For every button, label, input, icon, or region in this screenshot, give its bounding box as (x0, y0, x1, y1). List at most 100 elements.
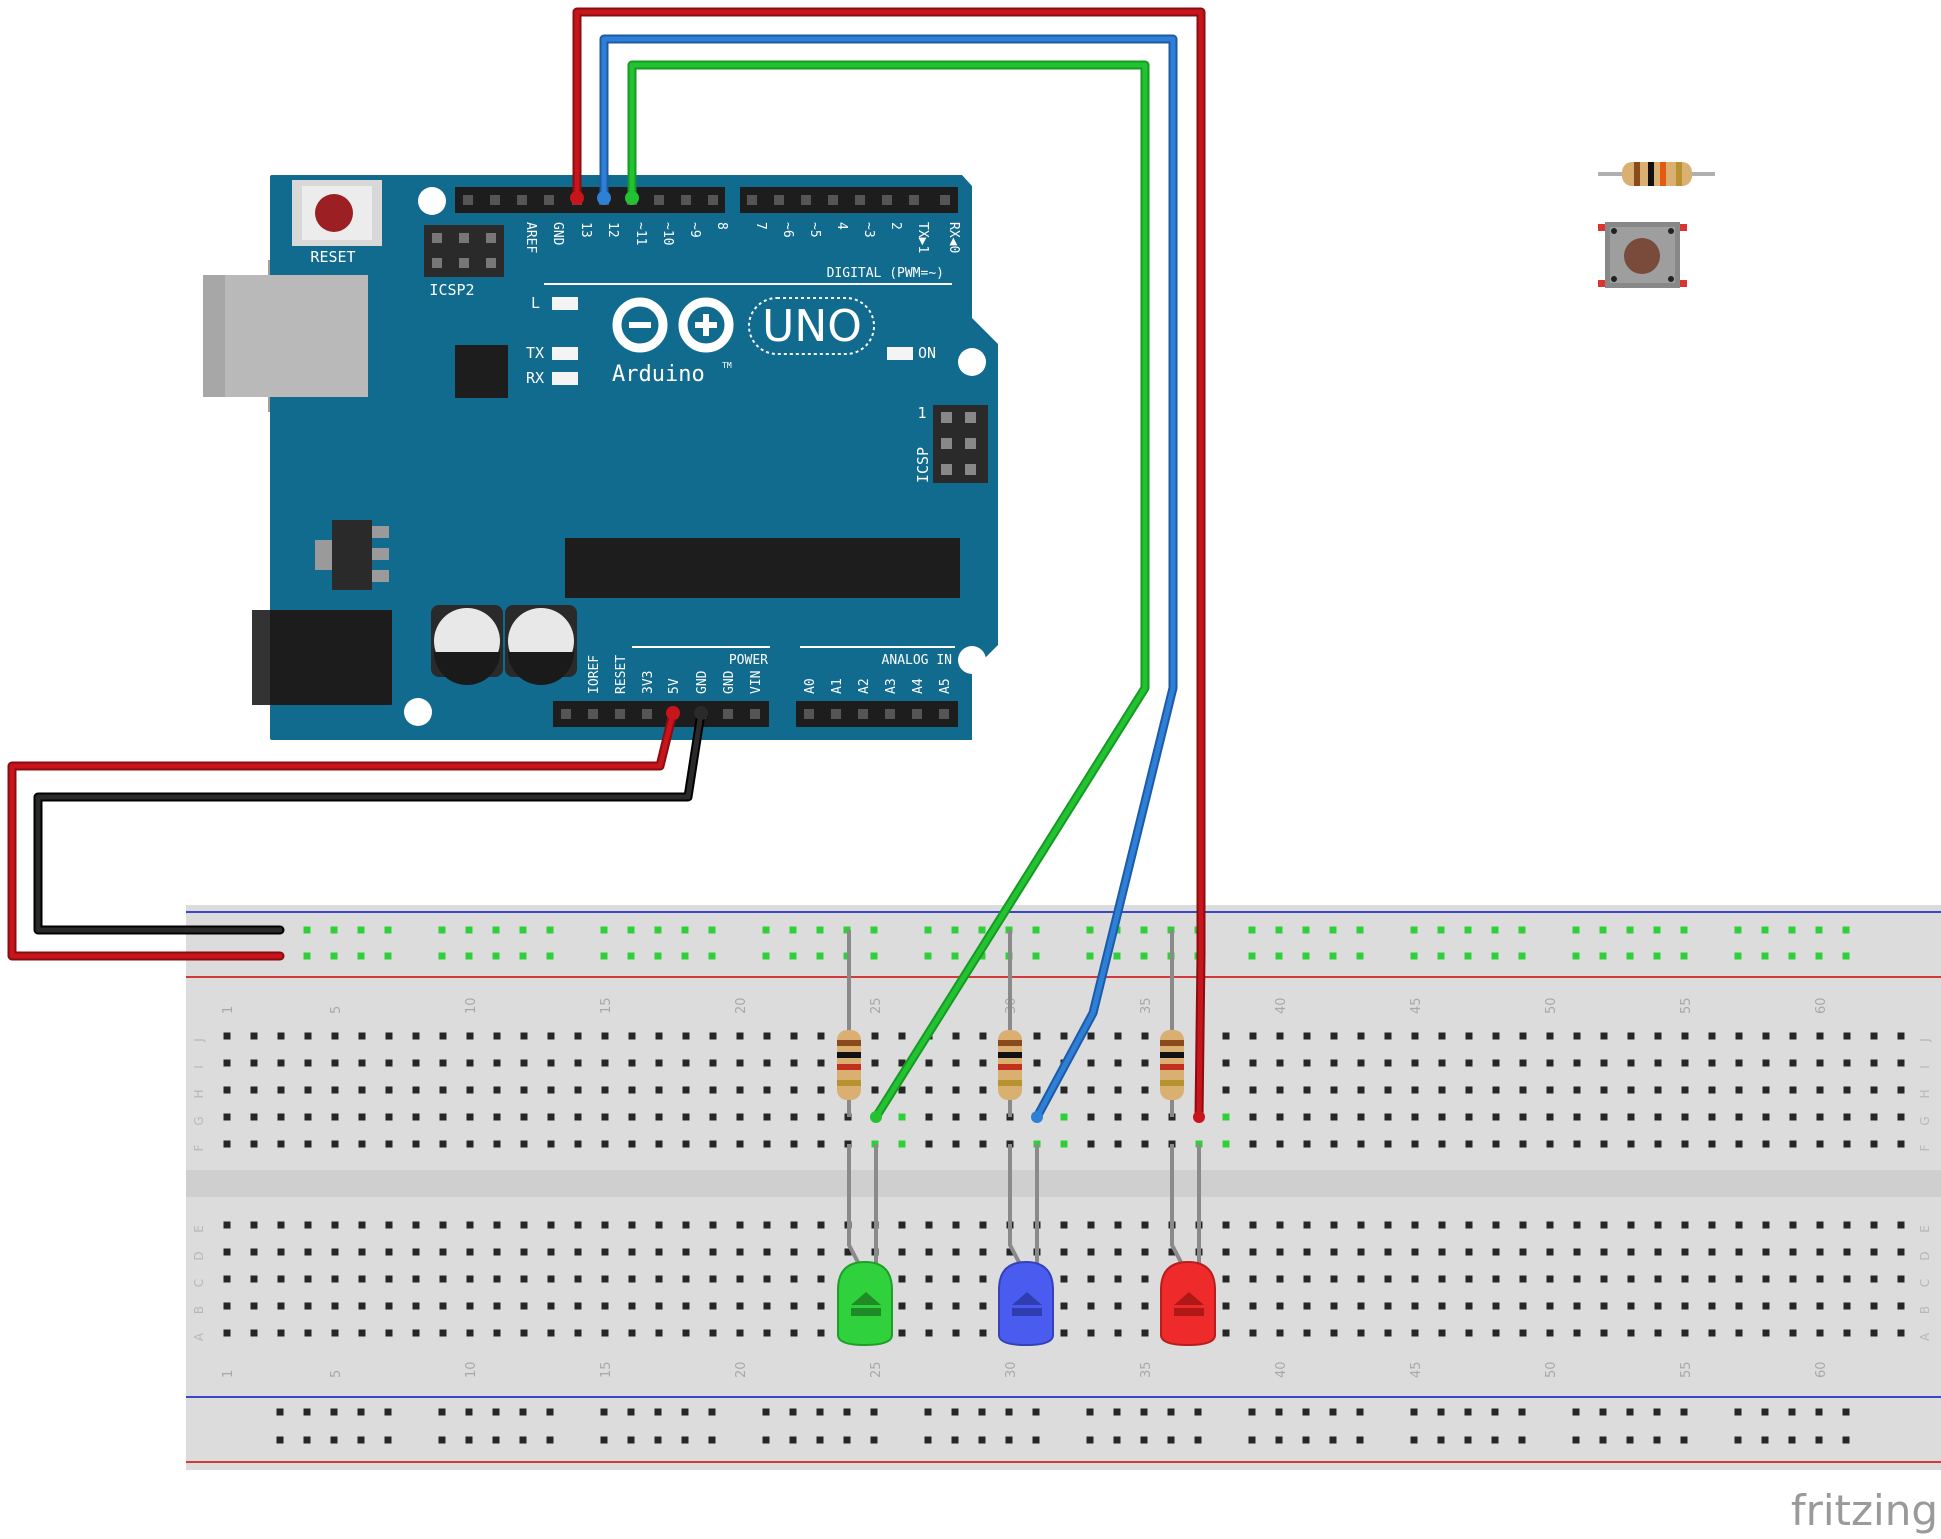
rail-hole[interactable] (924, 1436, 932, 1444)
breadboard-hole[interactable] (1276, 1140, 1284, 1148)
rail-hole[interactable] (654, 952, 662, 960)
breadboard-hole[interactable] (1654, 1086, 1662, 1094)
breadboard-hole[interactable] (1870, 1329, 1878, 1337)
breadboard-hole[interactable] (898, 1086, 906, 1094)
breadboard-hole[interactable] (898, 1221, 906, 1229)
rail-hole[interactable] (1275, 1436, 1283, 1444)
header-pin[interactable] (544, 195, 554, 205)
breadboard-hole[interactable] (763, 1248, 771, 1256)
breadboard-hole[interactable] (1276, 1113, 1284, 1121)
breadboard-hole[interactable] (871, 1059, 879, 1067)
breadboard-hole[interactable] (601, 1275, 609, 1283)
breadboard-hole[interactable] (1735, 1032, 1743, 1040)
rail-hole[interactable] (1734, 1408, 1742, 1416)
rail-hole[interactable] (1761, 926, 1769, 934)
breadboard-hole[interactable] (1114, 1221, 1122, 1229)
breadboard-hole[interactable] (1573, 1221, 1581, 1229)
breadboard-hole[interactable] (628, 1140, 636, 1148)
rail-hole[interactable] (600, 952, 608, 960)
breadboard-hole[interactable] (1654, 1140, 1662, 1148)
rail-hole[interactable] (1113, 1436, 1121, 1444)
breadboard-hole[interactable] (1735, 1248, 1743, 1256)
breadboard-hole[interactable] (574, 1275, 582, 1283)
breadboard-hole[interactable] (628, 1302, 636, 1310)
breadboard-hole[interactable] (1357, 1086, 1365, 1094)
breadboard-hole[interactable] (1276, 1221, 1284, 1229)
breadboard-hole[interactable] (817, 1113, 825, 1121)
breadboard-hole[interactable] (709, 1086, 717, 1094)
breadboard-hole[interactable] (1735, 1275, 1743, 1283)
breadboard-hole[interactable] (277, 1302, 285, 1310)
breadboard-hole[interactable] (304, 1113, 312, 1121)
rail-hole[interactable] (1194, 1436, 1202, 1444)
breadboard-hole[interactable] (1762, 1140, 1770, 1148)
rail-hole[interactable] (1491, 952, 1499, 960)
breadboard-hole[interactable] (1681, 1302, 1689, 1310)
breadboard-hole[interactable] (466, 1059, 474, 1067)
breadboard-hole[interactable] (277, 1275, 285, 1283)
breadboard-hole[interactable] (520, 1275, 528, 1283)
breadboard-hole[interactable] (547, 1221, 555, 1229)
rail-hole[interactable] (1032, 952, 1040, 960)
breadboard-hole[interactable] (1384, 1302, 1392, 1310)
breadboard-hole[interactable] (358, 1032, 366, 1040)
breadboard-hole[interactable] (763, 1113, 771, 1121)
breadboard-hole[interactable] (655, 1302, 663, 1310)
breadboard-hole[interactable] (1006, 1248, 1014, 1256)
breadboard-hole[interactable] (1330, 1032, 1338, 1040)
breadboard-hole[interactable] (493, 1275, 501, 1283)
breadboard-hole[interactable] (1438, 1275, 1446, 1283)
breadboard-hole[interactable] (1276, 1329, 1284, 1337)
breadboard-hole[interactable] (412, 1140, 420, 1148)
breadboard-hole[interactable] (250, 1221, 258, 1229)
breadboard-hole[interactable] (1843, 1302, 1851, 1310)
breadboard-hole[interactable] (1222, 1059, 1230, 1067)
breadboard-hole[interactable] (601, 1086, 609, 1094)
breadboard-hole[interactable] (547, 1086, 555, 1094)
breadboard-hole[interactable] (1816, 1302, 1824, 1310)
breadboard-hole[interactable] (1438, 1113, 1446, 1121)
breadboard-hole[interactable] (1627, 1329, 1635, 1337)
breadboard-hole[interactable] (1465, 1113, 1473, 1121)
header-pin[interactable] (517, 195, 527, 205)
breadboard-hole[interactable] (925, 1275, 933, 1283)
breadboard-hole[interactable] (1492, 1086, 1500, 1094)
breadboard-hole[interactable] (1276, 1032, 1284, 1040)
breadboard-hole[interactable] (1357, 1329, 1365, 1337)
breadboard-hole[interactable] (1897, 1329, 1905, 1337)
rail-hole[interactable] (1761, 1408, 1769, 1416)
breadboard-hole[interactable] (1438, 1248, 1446, 1256)
breadboard-hole[interactable] (1276, 1302, 1284, 1310)
breadboard-hole[interactable] (1465, 1221, 1473, 1229)
breadboard-hole[interactable] (1222, 1221, 1230, 1229)
breadboard-hole[interactable] (1357, 1032, 1365, 1040)
header-pin[interactable] (858, 709, 868, 719)
breadboard-hole[interactable] (1735, 1302, 1743, 1310)
breadboard-hole[interactable] (817, 1329, 825, 1337)
breadboard-hole[interactable] (601, 1032, 609, 1040)
breadboard-hole[interactable] (1870, 1113, 1878, 1121)
breadboard-hole[interactable] (1681, 1140, 1689, 1148)
breadboard-hole[interactable] (1654, 1275, 1662, 1283)
breadboard-hole[interactable] (1546, 1086, 1554, 1094)
breadboard-hole[interactable] (601, 1221, 609, 1229)
breadboard-hole[interactable] (1627, 1113, 1635, 1121)
breadboard-hole[interactable] (1357, 1275, 1365, 1283)
breadboard-hole[interactable] (1303, 1059, 1311, 1067)
breadboard-hole[interactable] (1681, 1032, 1689, 1040)
breadboard-hole[interactable] (1141, 1086, 1149, 1094)
breadboard-hole[interactable] (736, 1302, 744, 1310)
rail-hole[interactable] (627, 926, 635, 934)
header-pin[interactable] (804, 709, 814, 719)
breadboard-hole[interactable] (682, 1275, 690, 1283)
breadboard-hole[interactable] (1276, 1086, 1284, 1094)
rail-hole[interactable] (1032, 926, 1040, 934)
breadboard-hole[interactable] (1519, 1329, 1527, 1337)
breadboard-hole[interactable] (223, 1140, 231, 1148)
breadboard-hole[interactable] (1141, 1140, 1149, 1148)
rail-hole[interactable] (654, 926, 662, 934)
breadboard-hole[interactable] (520, 1221, 528, 1229)
breadboard-hole[interactable] (1627, 1248, 1635, 1256)
breadboard-hole[interactable] (574, 1086, 582, 1094)
breadboard-hole[interactable] (925, 1221, 933, 1229)
